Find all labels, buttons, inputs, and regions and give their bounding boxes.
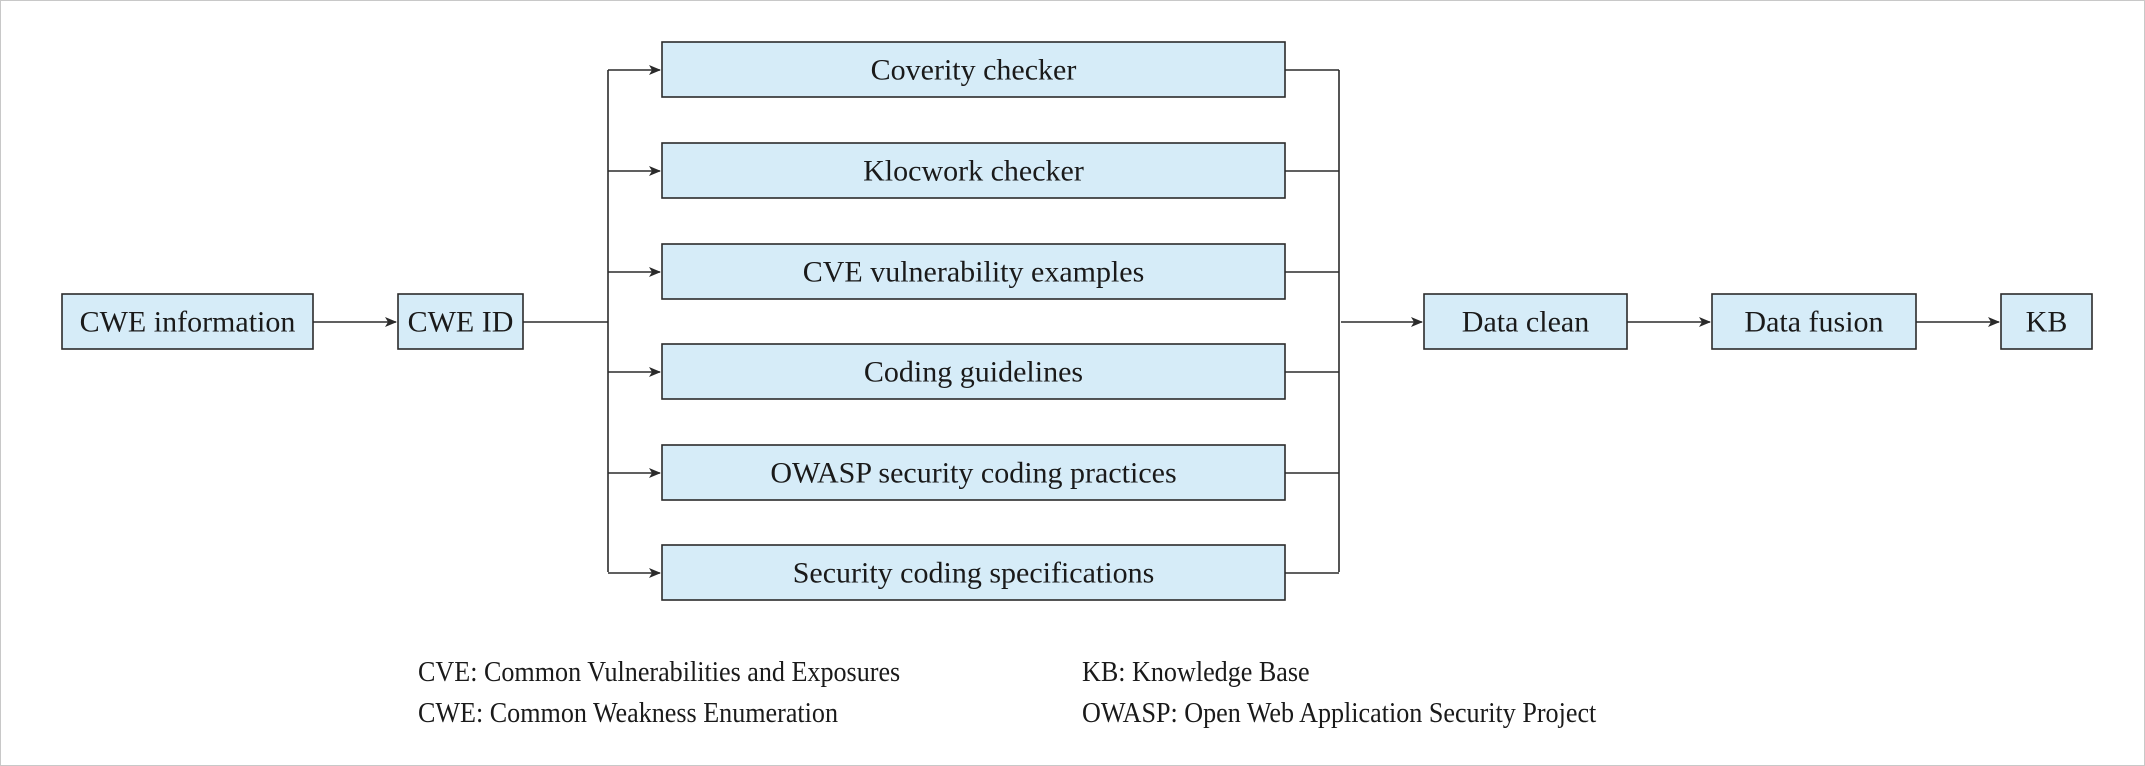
- legend-cwe: CWE: Common Weakness Enumeration: [418, 697, 839, 729]
- legend-cve: CVE: Common Vulnerabilities and Exposure…: [418, 656, 901, 688]
- node-label: Data fusion: [1744, 306, 1883, 339]
- node-cwe-id: CWE ID: [397, 293, 524, 350]
- node-label: Coverity checker: [871, 54, 1077, 87]
- node-label: CWE ID: [408, 306, 514, 339]
- node-source-security-specs: Security coding specifications: [661, 544, 1286, 601]
- node-source-klocwork: Klocwork checker: [661, 142, 1286, 199]
- node-label: Klocwork checker: [863, 155, 1084, 188]
- node-data-fusion: Data fusion: [1711, 293, 1917, 350]
- node-label: Coding guidelines: [864, 356, 1083, 389]
- legend-kb: KB: Knowledge Base: [1082, 656, 1310, 688]
- node-label: Security coding specifications: [793, 557, 1155, 590]
- node-source-owasp-practices: OWASP security coding practices: [661, 444, 1286, 501]
- node-label: OWASP security coding practices: [770, 457, 1176, 490]
- node-label: KB: [2026, 306, 2068, 339]
- node-source-coding-guidelines: Coding guidelines: [661, 343, 1286, 400]
- node-label: CVE vulnerability examples: [803, 256, 1145, 289]
- node-kb: KB: [2000, 293, 2093, 350]
- node-cwe-information: CWE information: [61, 293, 314, 350]
- node-label: CWE information: [80, 306, 296, 339]
- node-label: Data clean: [1462, 306, 1589, 339]
- node-data-clean: Data clean: [1423, 293, 1628, 350]
- node-source-coverity: Coverity checker: [661, 41, 1286, 98]
- legend-owasp: OWASP: Open Web Application Security Pro…: [1082, 697, 1597, 729]
- node-source-cve-examples: CVE vulnerability examples: [661, 243, 1286, 300]
